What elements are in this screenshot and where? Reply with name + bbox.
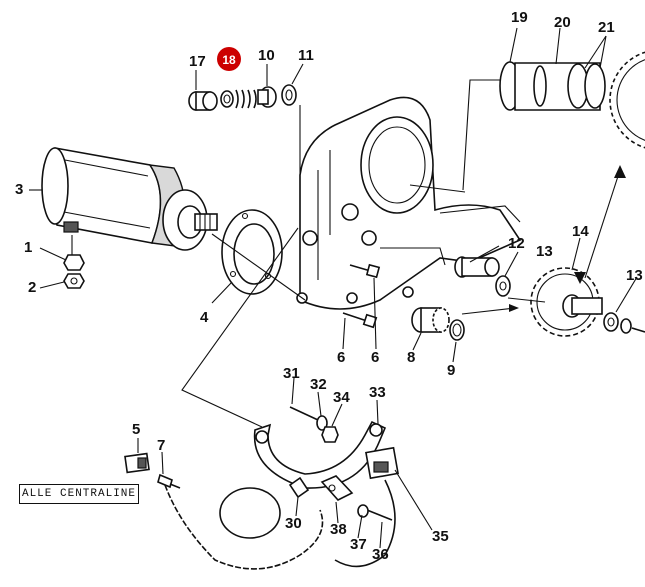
highlight-badge-18	[217, 47, 241, 71]
pickup-bracket-33	[253, 420, 387, 489]
callout-32: 32	[310, 376, 327, 393]
callout-20: 20	[554, 14, 571, 31]
callout-2: 2	[28, 279, 36, 296]
washer-37	[357, 504, 369, 518]
callout-12: 12	[508, 235, 525, 252]
callout-30: 30	[285, 515, 302, 532]
sensor-cable	[164, 479, 396, 570]
callout-17: 17	[189, 53, 206, 70]
nut-34	[321, 426, 339, 443]
clip-30	[288, 476, 310, 499]
note-label-box: ALLE CENTRALINE	[19, 484, 139, 504]
bushing-17	[188, 91, 218, 111]
callout-35: 35	[432, 528, 449, 545]
callout-37: 37	[350, 536, 367, 553]
callout-6-right: 6	[371, 349, 379, 366]
ring-18	[220, 90, 234, 108]
callout-11: 11	[298, 47, 314, 64]
nut-2	[63, 273, 85, 289]
gear-14	[530, 267, 603, 337]
connector-5	[124, 452, 150, 474]
callout-4: 4	[200, 309, 209, 326]
shaft-assembly	[499, 61, 606, 111]
note-label: ALLE CENTRALINE	[21, 488, 137, 500]
leader-lines	[29, 27, 638, 549]
callout-19: 19	[511, 9, 528, 26]
callout-5: 5	[132, 421, 140, 438]
starter-motor	[41, 147, 218, 251]
callout-1: 1	[24, 239, 32, 256]
large-gear	[609, 51, 645, 149]
pickup-sensor-35	[365, 446, 399, 480]
washer-13-left	[495, 275, 511, 297]
washer-11	[281, 84, 297, 106]
callout-labels: 1 2 3 4 5 6 6 7 8 9 10 11 12 13 13 14 17…	[15, 9, 643, 563]
callout-18: 18	[222, 53, 236, 67]
spring-10	[235, 86, 277, 109]
callout-21: 21	[598, 19, 615, 36]
bolt-31	[289, 406, 319, 421]
callout-3: 3	[15, 181, 23, 198]
callout-7: 7	[157, 437, 165, 454]
terminal-7	[157, 473, 181, 489]
callout-14: 14	[572, 223, 589, 240]
callout-36: 36	[372, 546, 389, 563]
callout-31: 31	[283, 365, 300, 382]
callout-33: 33	[369, 384, 386, 401]
crankcase-housing	[296, 96, 522, 310]
callout-6-left: 6	[337, 349, 345, 366]
callout-34: 34	[333, 389, 350, 406]
bolt-6-lower	[342, 312, 378, 329]
shaft-12	[454, 256, 500, 278]
callout-9: 9	[447, 362, 455, 379]
nut-1	[63, 235, 85, 271]
ring-9	[449, 319, 465, 341]
callout-8: 8	[407, 349, 415, 366]
bolt-6-upper	[349, 263, 381, 279]
callout-10: 10	[258, 47, 275, 64]
callout-13-left: 13	[536, 243, 553, 260]
callout-38: 38	[330, 521, 347, 538]
gasket-4	[221, 209, 283, 295]
washer-13-right	[603, 312, 645, 334]
pinion-8	[411, 307, 450, 333]
clamp-38	[320, 475, 354, 501]
callout-13-right: 13	[626, 267, 643, 284]
